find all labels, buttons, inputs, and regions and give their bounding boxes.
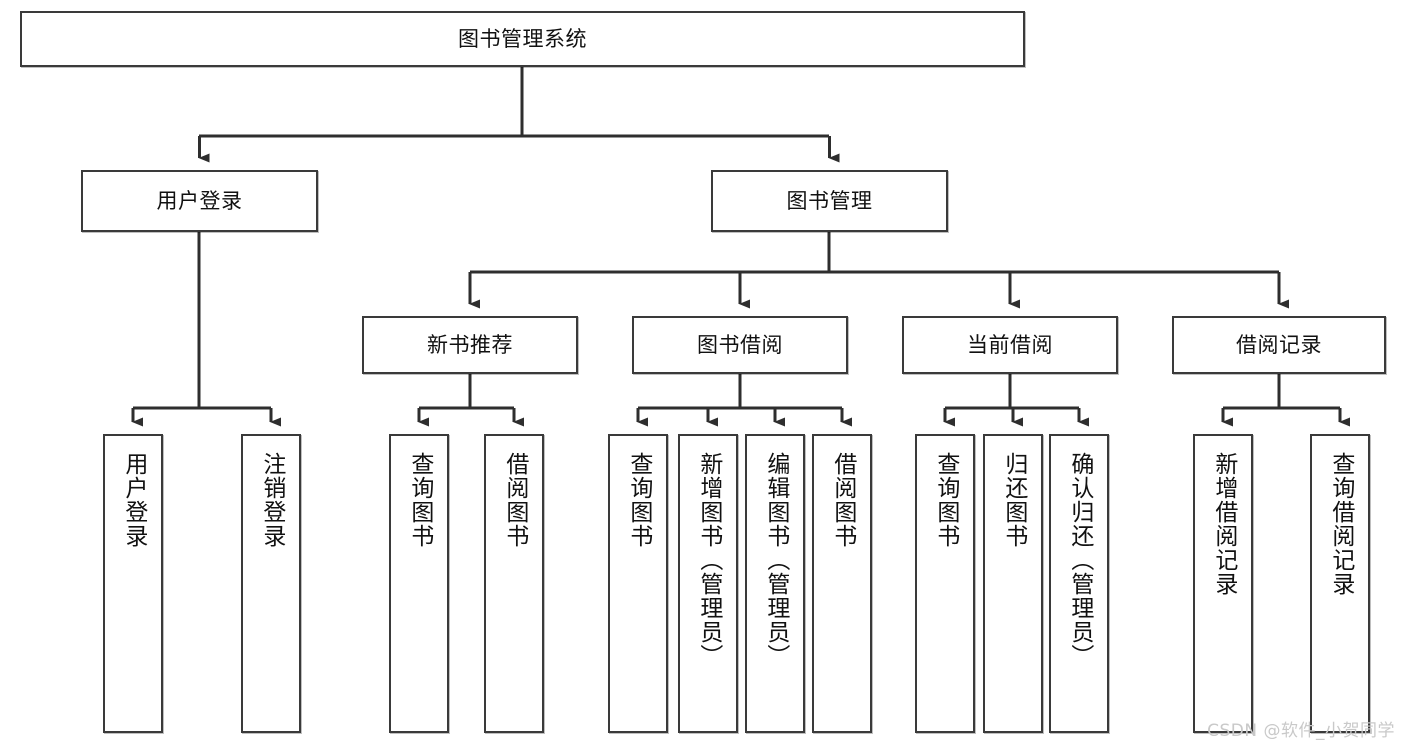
leaf-borrow-book-1[interactable]: 借阅图书 xyxy=(484,434,544,733)
node-root-label: 图书管理系统 xyxy=(458,26,587,51)
node-new-book-recommend[interactable]: 新书推荐 xyxy=(362,316,578,374)
leaf-borrow-book-2-label: 借阅图书 xyxy=(829,452,856,548)
csdn-watermark: CSDN @软件_小贺同学 xyxy=(1207,721,1395,741)
node-current-borrow-label: 当前借阅 xyxy=(967,332,1053,357)
leaf-query-book-3[interactable]: 查询图书 xyxy=(915,434,975,733)
node-book-borrow[interactable]: 图书借阅 xyxy=(632,316,848,374)
leaf-borrow-book-1-label: 借阅图书 xyxy=(501,452,528,548)
leaf-confirm-return-label: 确认归还（管理员） xyxy=(1066,452,1093,668)
leaf-borrow-book-2[interactable]: 借阅图书 xyxy=(812,434,872,733)
node-book-manage-label: 图书管理 xyxy=(786,188,873,213)
leaf-logout[interactable]: 注销登录 xyxy=(241,434,301,733)
leaf-query-borrow-record[interactable]: 查询借阅记录 xyxy=(1310,434,1370,733)
leaf-add-borrow-record[interactable]: 新增借阅记录 xyxy=(1193,434,1253,733)
leaf-query-book-2[interactable]: 查询图书 xyxy=(608,434,668,733)
leaf-return-book[interactable]: 归还图书 xyxy=(983,434,1043,733)
leaf-query-book-1-label: 查询图书 xyxy=(406,452,433,548)
leaf-add-book-label: 新增图书（管理员） xyxy=(695,452,722,668)
node-root[interactable]: 图书管理系统 xyxy=(20,11,1025,67)
node-current-borrow[interactable]: 当前借阅 xyxy=(902,316,1118,374)
node-user-login[interactable]: 用户登录 xyxy=(81,170,318,232)
leaf-confirm-return[interactable]: 确认归还（管理员） xyxy=(1049,434,1109,733)
leaf-add-book[interactable]: 新增图书（管理员） xyxy=(678,434,738,733)
node-book-manage[interactable]: 图书管理 xyxy=(711,170,948,232)
leaf-logout-label: 注销登录 xyxy=(258,452,285,548)
leaf-query-borrow-record-label: 查询借阅记录 xyxy=(1327,452,1354,596)
leaf-add-borrow-record-label: 新增借阅记录 xyxy=(1210,452,1237,596)
node-new-book-recommend-label: 新书推荐 xyxy=(427,332,513,357)
node-borrow-record-label: 借阅记录 xyxy=(1236,332,1322,357)
leaf-user-login[interactable]: 用户登录 xyxy=(103,434,163,733)
leaf-query-book-1[interactable]: 查询图书 xyxy=(389,434,449,733)
leaf-query-book-2-label: 查询图书 xyxy=(625,452,652,548)
leaf-return-book-label: 归还图书 xyxy=(1000,452,1027,548)
leaf-query-book-3-label: 查询图书 xyxy=(932,452,959,548)
leaf-edit-book-label: 编辑图书（管理员） xyxy=(762,452,789,668)
leaf-user-login-label: 用户登录 xyxy=(120,452,147,548)
node-user-login-label: 用户登录 xyxy=(156,188,243,213)
leaf-edit-book[interactable]: 编辑图书（管理员） xyxy=(745,434,805,733)
node-book-borrow-label: 图书借阅 xyxy=(697,332,783,357)
node-borrow-record[interactable]: 借阅记录 xyxy=(1172,316,1386,374)
